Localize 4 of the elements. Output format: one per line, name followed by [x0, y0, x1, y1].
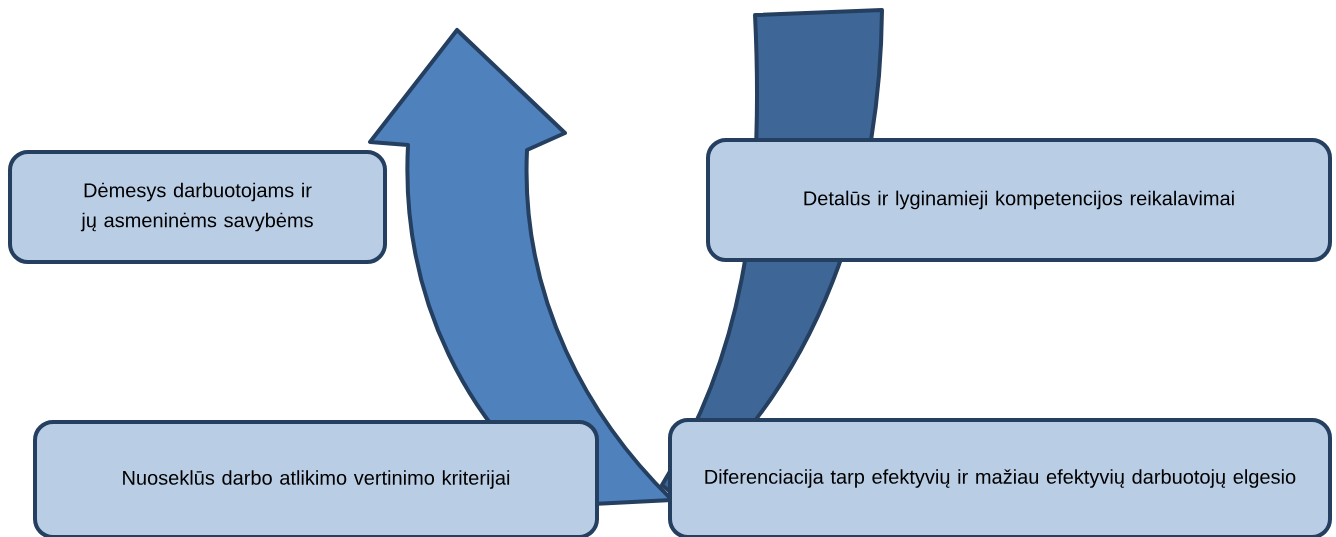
- text-box: Detalūs ir lyginamieji kompetencijos reikalavimai: [706, 138, 1332, 262]
- text-box: Nuoseklūs darbo atlikimo vertinimo kriterijai: [33, 420, 599, 537]
- text-box: Dėmesys darbuotojams ir jų asmeninėms savybėms: [8, 150, 387, 264]
- text-box: Diferenciacija tarp efektyvių ir mažiau efektyvių darbuotojų elgesio: [668, 418, 1332, 537]
